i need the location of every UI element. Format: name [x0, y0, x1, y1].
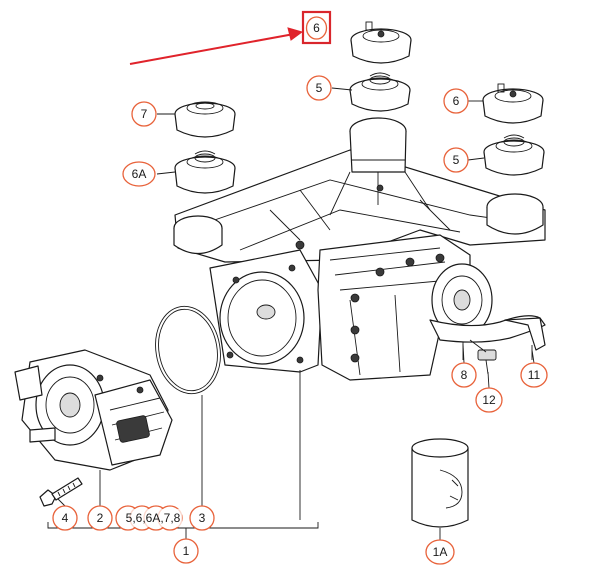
mount-6-right: [482, 83, 544, 124]
callout-6-top-label: 6: [313, 21, 320, 35]
mount-5-right: [483, 134, 545, 176]
leader-lines: [47, 87, 535, 540]
red-pointer-arrow-icon: [129, 27, 304, 65]
callout-multi: 5,6,6A,7,8: [115, 505, 183, 531]
callout-8-label: 8: [461, 368, 468, 382]
bolt: [39, 477, 83, 507]
callout-3-label: 3: [199, 511, 206, 525]
callout-7: 7: [131, 101, 157, 127]
callout-4: 4: [52, 505, 78, 531]
callout-5-top: 5: [306, 75, 332, 101]
callout-1a: 1A: [425, 539, 455, 565]
mount-6a: [174, 150, 236, 194]
callout-5-top-label: 5: [316, 81, 323, 95]
callout-6-right: 6: [443, 88, 469, 114]
callout-1-label: 1: [183, 544, 190, 558]
callout-3: 3: [189, 505, 215, 531]
callout-5-right: 5: [443, 147, 469, 173]
callout-5-right-label: 5: [453, 153, 460, 167]
callout-12: 12: [475, 387, 503, 413]
mount-5-top: [349, 72, 411, 112]
callout-6-right-label: 6: [453, 94, 460, 108]
oil-container: [411, 438, 469, 528]
callout-6a-label: 6A: [132, 167, 147, 181]
callout-2-label: 2: [97, 511, 104, 525]
callout-11: 11: [520, 362, 548, 388]
coupling-pump-unit: [14, 349, 173, 471]
differential-housing: [173, 117, 546, 381]
callout-7-label: 7: [141, 107, 148, 121]
callout-6a: 6A: [122, 161, 156, 187]
callout-11-label: 11: [528, 368, 541, 382]
callout-1a-label: 1A: [433, 545, 448, 559]
mount-7: [174, 101, 236, 138]
callout-8: 8: [451, 362, 477, 388]
callout-1: 1: [173, 538, 199, 564]
gasket-ring: [155, 305, 221, 395]
callout-multi-label: 5,6,6A,7,8: [126, 511, 181, 525]
callout-12-label: 12: [482, 393, 496, 407]
mount-6-top: [350, 21, 412, 64]
callout-2: 2: [87, 505, 113, 531]
callout-4-label: 4: [62, 511, 69, 525]
callout-6-top: 6: [301, 10, 332, 45]
